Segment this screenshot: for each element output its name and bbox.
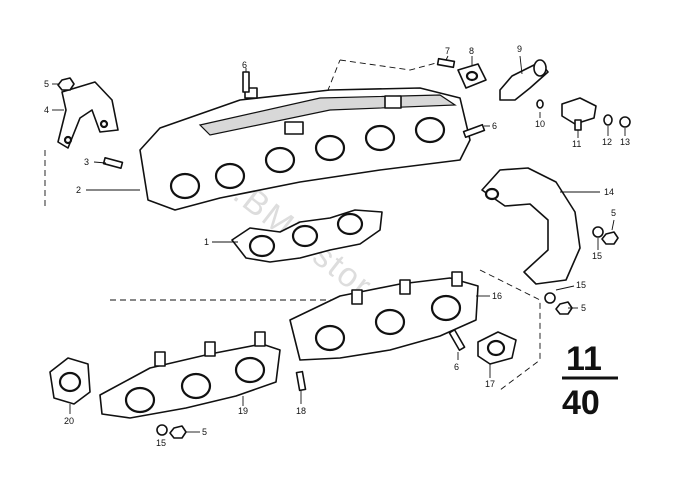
callout-6-top: 6 [242,60,247,70]
part-17-gasket [477,331,517,365]
part-15-washer-bottom [156,424,168,436]
part-5-nut-bottom [169,425,187,439]
callout-9: 9 [517,44,522,54]
part-11-sender [561,97,597,131]
callout-16: 16 [492,291,502,301]
callout-6-right: 6 [492,121,497,131]
part-6-stud-right [462,123,486,139]
part-3-stud [102,156,124,170]
part-5-nut-right [601,231,619,245]
callout-15-right: 15 [592,251,602,261]
callout-5-bottom: 5 [202,427,207,437]
callout-7: 7 [445,46,450,56]
callout-2: 2 [76,185,81,195]
badge-top-number: 11 [566,340,602,378]
callout-13: 13 [620,137,630,147]
part-12-washer [603,114,613,126]
callout-5-mid: 5 [581,303,586,313]
part-20-gasket [49,357,91,405]
part-7-stud [436,57,456,69]
part-8-flange [457,63,487,89]
part-16-intake-manifold-rear [289,271,479,361]
part-6-stud-lower [448,329,466,351]
callout-1: 1 [204,237,209,247]
callout-3: 3 [84,157,89,167]
callout-5-right: 5 [611,208,616,218]
callout-17: 17 [485,379,495,389]
part-10-washer [536,99,544,109]
leader-lines [52,55,626,433]
part-4-bracket [57,81,119,149]
callout-14: 14 [604,187,614,197]
callout-4: 4 [44,105,49,115]
part-19-intake-manifold-front [99,331,281,419]
callout-labels: 1 2 3 4 5 5 5 5 6 6 6 7 8 9 10 11 12 13 … [44,44,630,448]
callout-6-lower: 6 [454,362,459,372]
callout-15-bottom: 15 [156,438,166,448]
callout-15-mid: 15 [576,280,586,290]
part-5-nut-mid [555,301,573,315]
part-5-nut-top [57,77,75,91]
part-15-washer-mid [544,292,556,304]
part-2-upper-manifold [139,87,471,211]
badge-bottom-number: 40 [562,384,600,422]
callout-10: 10 [535,119,545,129]
callout-12: 12 [602,137,612,147]
callout-8: 8 [469,46,474,56]
group-badge: 11 40 [562,340,618,422]
callout-11: 11 [572,139,581,149]
callout-5-top: 5 [44,79,49,89]
part-1-gasket [231,209,383,263]
callout-18: 18 [296,406,306,416]
callout-19: 19 [238,406,248,416]
part-13-nut [619,116,631,128]
part-6-stud-top [242,71,250,93]
part-14-heat-shield [481,167,581,285]
part-15-washer-right [592,226,604,238]
part-18-stud [295,370,307,392]
callout-20: 20 [64,416,74,426]
part-9-housing [499,59,549,101]
